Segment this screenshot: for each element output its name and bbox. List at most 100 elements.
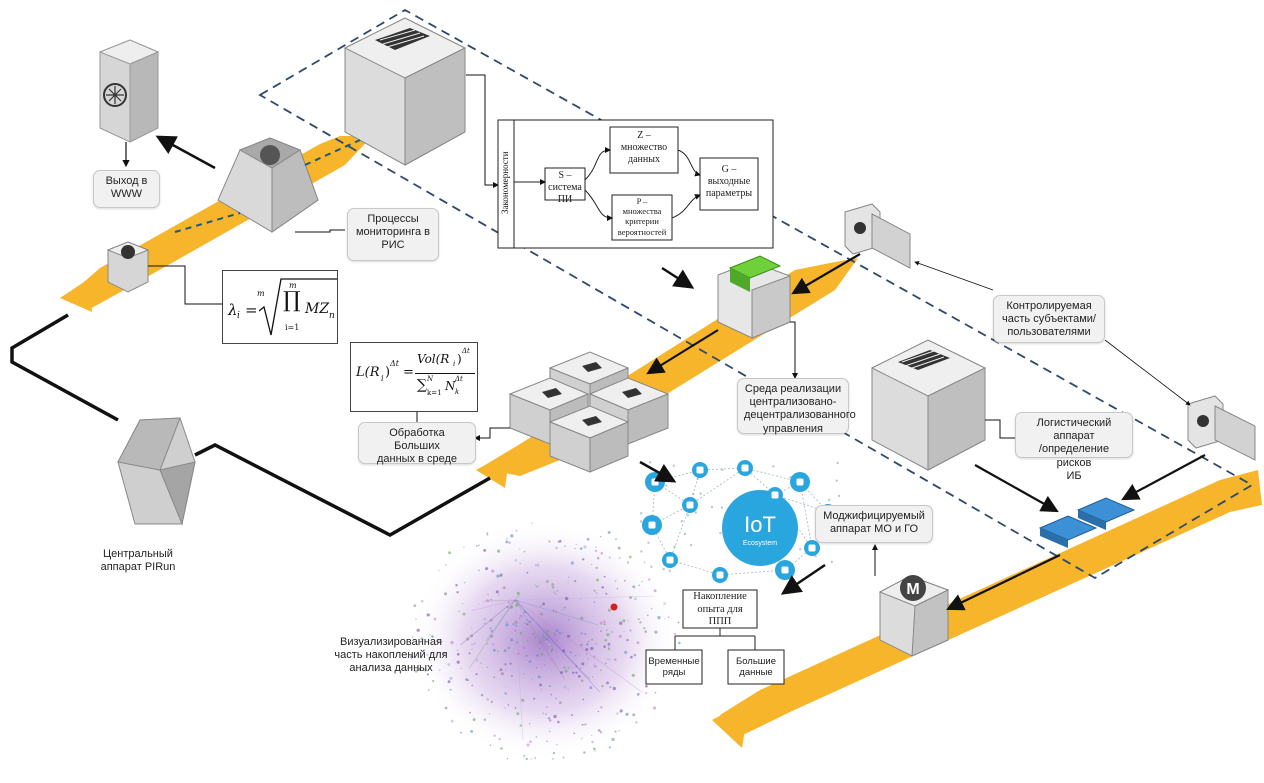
data-cloud-point bbox=[607, 531, 611, 534]
data-cloud-point bbox=[508, 541, 511, 544]
data-cloud-point bbox=[540, 605, 542, 607]
data-cloud-point bbox=[587, 657, 589, 660]
data-cloud-point bbox=[599, 731, 603, 734]
data-cloud-point bbox=[564, 669, 568, 673]
data-cloud-point bbox=[581, 662, 585, 666]
data-cloud-point bbox=[623, 630, 625, 633]
data-cloud-point bbox=[424, 669, 427, 672]
data-cloud-point bbox=[597, 710, 600, 713]
formula-lambda-symbol: λ bbox=[228, 301, 238, 319]
data-cloud-point bbox=[530, 758, 532, 760]
data-cloud-point bbox=[480, 693, 484, 697]
data-cloud-point bbox=[433, 617, 437, 621]
central-apparatus-icon bbox=[117, 417, 196, 526]
data-cloud-point bbox=[587, 676, 590, 679]
data-cloud-point bbox=[567, 688, 569, 691]
environment-label: Среда реализации централизовано- децентр… bbox=[737, 378, 856, 435]
data-cloud-point bbox=[516, 641, 519, 644]
monitoring-label: Процессы мониторинга в РИС bbox=[347, 208, 439, 261]
data-cloud-point bbox=[575, 671, 578, 674]
data-cloud-point bbox=[603, 623, 606, 626]
m-device-icon bbox=[878, 575, 950, 657]
data-cloud-point bbox=[586, 537, 590, 541]
data-cloud-point bbox=[608, 556, 611, 559]
data-cloud-edge bbox=[460, 599, 516, 646]
data-cloud-point bbox=[643, 561, 646, 564]
data-cloud-point bbox=[553, 633, 556, 636]
data-cloud-edge bbox=[514, 599, 566, 680]
data-cloud-point bbox=[536, 654, 539, 657]
data-cloud-point bbox=[629, 629, 632, 632]
data-cloud-point bbox=[471, 648, 473, 650]
data-cloud-point bbox=[630, 655, 633, 659]
data-cloud-point bbox=[479, 661, 483, 665]
data-cloud-point bbox=[447, 663, 451, 667]
data-cloud-point bbox=[578, 675, 581, 678]
data-cloud-point bbox=[614, 579, 617, 582]
iot-device-glyph bbox=[796, 478, 804, 486]
central-apparatus-label: Центральный аппарат PIRun bbox=[100, 548, 176, 574]
data-cloud-point bbox=[547, 638, 550, 641]
client-device-icon bbox=[844, 203, 911, 269]
track-lower-right bbox=[712, 470, 1262, 748]
data-cloud-point bbox=[486, 697, 490, 701]
data-cloud-point bbox=[478, 569, 480, 572]
data-cloud-point bbox=[580, 643, 583, 647]
data-cloud-point bbox=[535, 736, 537, 738]
data-cloud-point bbox=[436, 639, 440, 643]
data-cloud-point bbox=[580, 679, 584, 683]
data-cloud-point bbox=[636, 692, 640, 696]
data-cloud-point bbox=[562, 649, 566, 653]
formula-l-equals: = bbox=[403, 365, 414, 380]
data-cloud-point bbox=[600, 669, 602, 671]
data-cloud-point bbox=[533, 697, 536, 700]
formula-root-index: m bbox=[257, 289, 265, 298]
data-cloud-point bbox=[627, 619, 629, 622]
data-cloud-point bbox=[478, 603, 480, 605]
data-cloud-point bbox=[524, 622, 526, 624]
data-cloud-point bbox=[498, 737, 501, 741]
data-cloud-point bbox=[519, 724, 523, 727]
data-cloud-point bbox=[523, 610, 527, 614]
data-cloud-point bbox=[523, 550, 526, 553]
data-cloud-point bbox=[528, 660, 532, 663]
data-cloud-point bbox=[415, 618, 417, 620]
data-cloud-point bbox=[585, 647, 589, 651]
data-cloud-point bbox=[626, 561, 629, 564]
data-cloud-point bbox=[507, 704, 510, 706]
monitoring-node-icon bbox=[217, 137, 319, 233]
data-cloud-point bbox=[516, 622, 518, 625]
data-cloud-point bbox=[537, 675, 541, 679]
data-cloud-point bbox=[516, 653, 519, 656]
formula-l-lhs-close: ) bbox=[385, 365, 391, 380]
data-cloud-point bbox=[663, 602, 666, 605]
data-cloud-point bbox=[570, 561, 574, 565]
data-cloud-point bbox=[593, 655, 596, 658]
data-cloud-point bbox=[510, 605, 514, 609]
data-cloud-point bbox=[506, 537, 508, 540]
data-cloud-point bbox=[545, 632, 549, 635]
data-cloud-point bbox=[486, 666, 489, 669]
iot-device-glyph bbox=[648, 521, 656, 529]
data-cloud-point bbox=[438, 569, 440, 572]
data-cloud-point bbox=[519, 631, 523, 635]
data-cloud-point bbox=[470, 634, 474, 638]
data-cloud-point bbox=[456, 660, 460, 664]
data-visualization-cloud bbox=[410, 520, 681, 761]
data-cloud-point bbox=[502, 586, 506, 590]
data-cloud-point bbox=[546, 740, 548, 743]
data-cloud-point bbox=[591, 740, 594, 744]
formula-body-subscript: n bbox=[329, 311, 335, 321]
data-cloud-point bbox=[538, 648, 541, 650]
data-cloud-point bbox=[636, 641, 640, 645]
data-cloud-point bbox=[603, 620, 606, 624]
data-cloud-point bbox=[548, 730, 551, 733]
iot-device-glyph bbox=[666, 556, 674, 564]
data-cloud-point bbox=[531, 522, 533, 524]
data-cloud-point bbox=[499, 668, 503, 671]
iot-dot bbox=[650, 565, 653, 569]
data-cloud-point bbox=[645, 684, 648, 688]
data-cloud-point bbox=[574, 654, 577, 657]
data-cloud-point bbox=[493, 676, 496, 679]
